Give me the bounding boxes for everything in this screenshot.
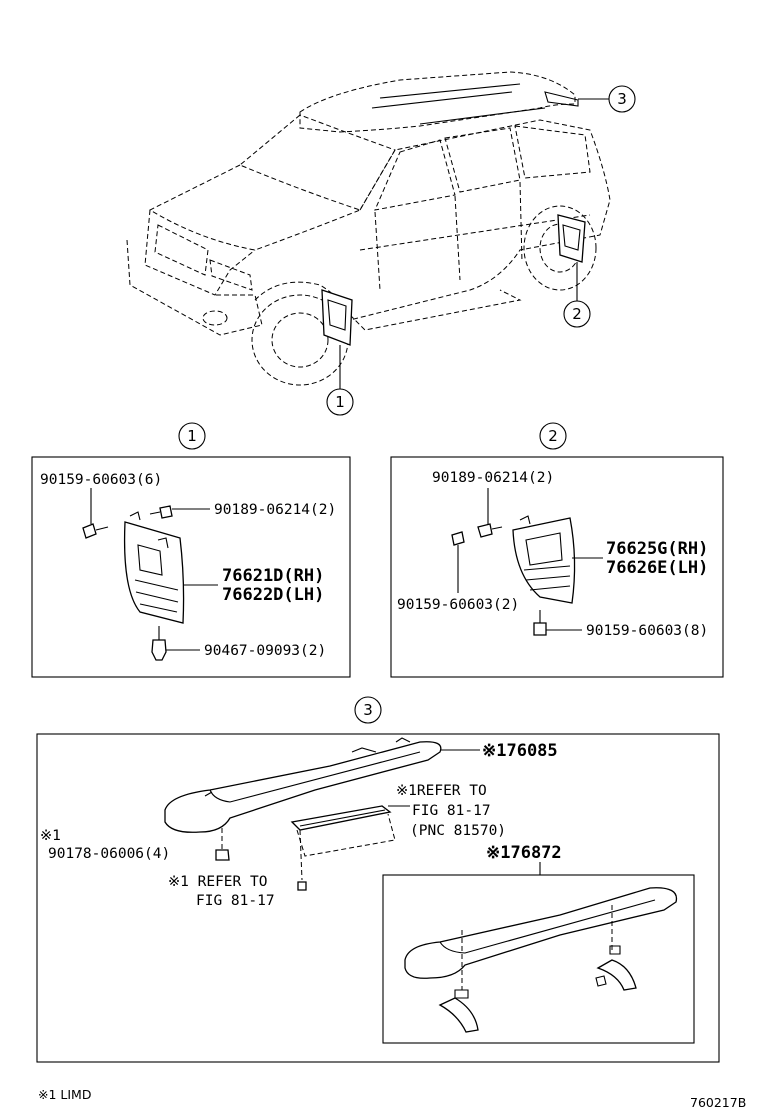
callout-3: 3 <box>578 85 636 113</box>
label-76622d-lh: 76622D(LH) <box>222 585 324 605</box>
section-1-header: 1 <box>178 422 206 450</box>
label-76872: ※176872 <box>486 843 562 863</box>
label-90189-06214-2: 90189-06214(2) <box>432 470 554 486</box>
section-3-header: 3 <box>354 696 382 724</box>
svg-text:1: 1 <box>187 427 197 445</box>
label-76085: ※176085 <box>482 741 558 761</box>
section-3-panel: ※176085 ※1REFER TO FIG 81-17 (PNC 81570)… <box>36 733 720 1063</box>
label-refer-line3: (PNC 81570) <box>410 823 506 839</box>
svg-text:3: 3 <box>363 701 373 719</box>
label-90467-09093-2: 90467-09093(2) <box>204 643 326 659</box>
section-1-panel: 90159-60603(6) 90189-06214(2) 76621D(RH)… <box>31 456 351 678</box>
label-90159-60603-8: 90159-60603(8) <box>586 623 708 639</box>
label-90189-06214-2: 90189-06214(2) <box>214 502 336 518</box>
rear-spoiler <box>164 737 442 833</box>
section-2-header: 2 <box>539 422 567 450</box>
label-76625g-rh: 76625G(RH) <box>606 539 708 559</box>
brake-light <box>290 805 392 831</box>
footer-note: ※1 LIMD <box>38 1087 91 1102</box>
svg-text:1: 1 <box>335 393 345 411</box>
callout-1: 1 <box>326 345 354 416</box>
label-refer-line2: FIG 81-17 <box>412 803 491 819</box>
bolt-icon <box>82 523 109 539</box>
mudflap-rear <box>512 515 576 604</box>
screw-icon <box>149 505 173 519</box>
label-90159-60603-6: 90159-60603(6) <box>40 472 162 488</box>
section-2-panel: 90189-06214(2) 76625G(RH) 76626E(LH) 901… <box>390 456 724 678</box>
mudflap-front <box>123 511 185 624</box>
label-76621d-rh: 76621D(RH) <box>222 566 324 586</box>
label-76626e-lh: 76626E(LH) <box>606 558 708 578</box>
screw-icon <box>477 523 503 538</box>
label-refer2-line2: FIG 81-17 <box>196 893 275 909</box>
svg-text:3: 3 <box>617 90 627 108</box>
label-refer2-line1: ※1 REFER TO <box>168 874 267 890</box>
vehicle-illustration <box>126 71 611 386</box>
label-90178-06006-4: 90178-06006(4) <box>48 846 170 862</box>
alt-rear-spoiler <box>404 887 678 1033</box>
svg-text:2: 2 <box>548 427 558 445</box>
alt-spoiler-box <box>382 874 695 1044</box>
footer-code: 760217B <box>690 1095 746 1110</box>
bolt-icon <box>451 531 465 546</box>
label-note-mark: ※1 <box>40 828 61 844</box>
bolt-icon <box>533 610 547 636</box>
callout-2: 2 <box>563 262 591 328</box>
clip-icon <box>151 626 167 661</box>
label-90159-60603-2: 90159-60603(2) <box>397 597 519 613</box>
svg-text:2: 2 <box>572 305 582 323</box>
label-refer-line1: ※1REFER TO <box>396 783 487 799</box>
